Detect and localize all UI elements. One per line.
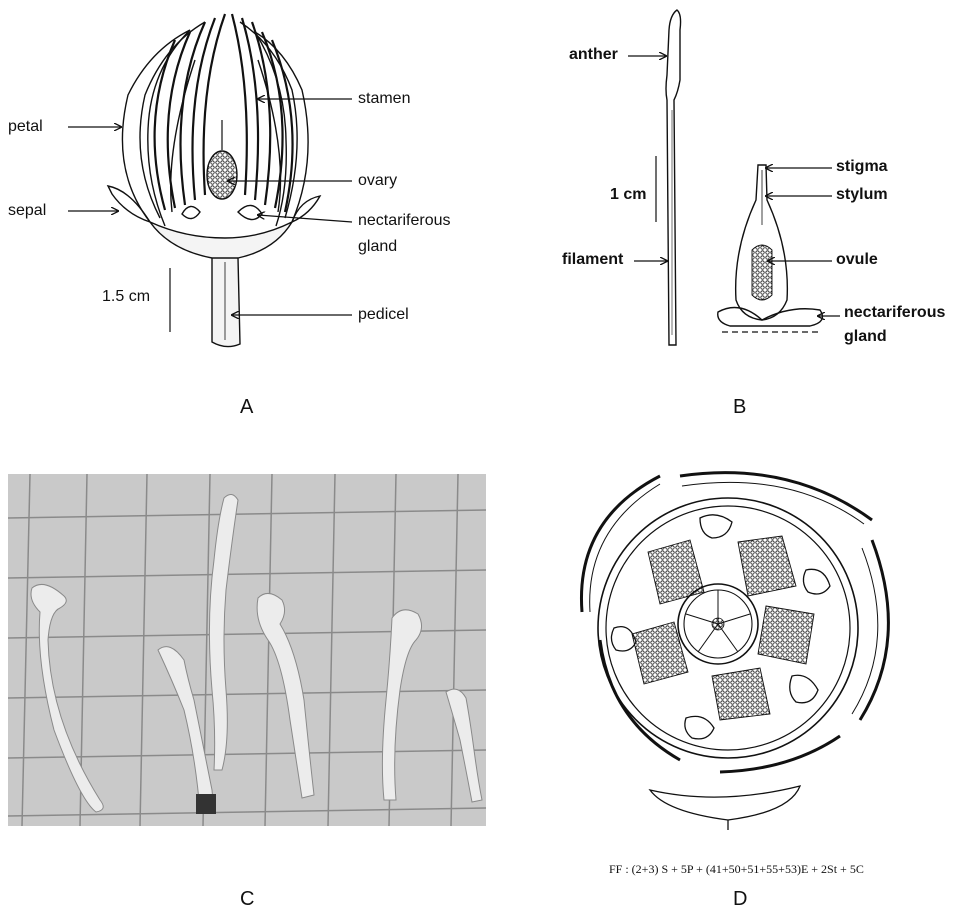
panel-letter-c: C — [240, 888, 254, 911]
bracteole — [650, 786, 800, 820]
sepal-arc-5 — [720, 736, 840, 772]
label-ovary: ovary — [358, 172, 397, 190]
panel-letter-a: A — [240, 396, 253, 419]
label-pedicel: pedicel — [358, 306, 409, 324]
stamen-cluster-1 — [648, 540, 704, 604]
label-stamen: stamen — [358, 90, 410, 108]
label-gland-a: gland — [358, 238, 397, 256]
nectary-lobe-3 — [790, 675, 818, 703]
arrow-nectary-a — [258, 215, 352, 222]
panel-d-diagram — [581, 473, 888, 830]
label-gland-b: gland — [844, 328, 887, 346]
nectary-lobe-1 — [700, 515, 732, 538]
sepal-arc-1 — [581, 476, 660, 612]
label-ovule: ovule — [836, 251, 878, 269]
label-scale-a: 1.5 cm — [102, 288, 150, 306]
label-stylum: stylum — [836, 186, 888, 204]
label-stigma: stigma — [836, 158, 888, 176]
nectary-disk — [718, 308, 823, 327]
label-petal: petal — [8, 118, 43, 136]
ovary-shape — [207, 151, 237, 199]
nectary-lobe-5 — [611, 627, 636, 651]
label-sepal: sepal — [8, 202, 46, 220]
panel-c-photo — [8, 474, 486, 826]
stamen-cluster-3 — [758, 606, 814, 664]
sepal-shape — [108, 186, 150, 222]
floral-formula: FF : (2+3) S + 5P + (41+50+51+55+53)E + … — [609, 862, 864, 877]
stigma-center — [712, 618, 724, 630]
label-anther: anther — [569, 46, 618, 64]
sepal-arc-3 — [860, 540, 888, 720]
nectary-lobe-4 — [685, 716, 714, 739]
label-scale-b: 1 cm — [610, 186, 646, 204]
stamen-shape — [666, 10, 681, 345]
stamen-cluster-5 — [632, 622, 688, 684]
stamen-cluster-4 — [712, 668, 770, 720]
receptacle-shape — [150, 222, 292, 258]
label-nectariferous-b: nectariferous — [844, 304, 945, 322]
stamen-cluster-2 — [738, 536, 796, 596]
sepal-arc-2 — [680, 473, 872, 520]
nectary-lobe-2 — [803, 569, 830, 594]
panel-letter-d: D — [733, 888, 747, 911]
label-filament: filament — [562, 251, 623, 269]
pedicel-shape — [212, 258, 240, 347]
panel-b-drawing — [666, 10, 822, 345]
label-nectariferous-a: nectariferous — [358, 212, 451, 230]
nectary-shape — [238, 205, 262, 219]
panel-letter-b: B — [733, 396, 746, 419]
